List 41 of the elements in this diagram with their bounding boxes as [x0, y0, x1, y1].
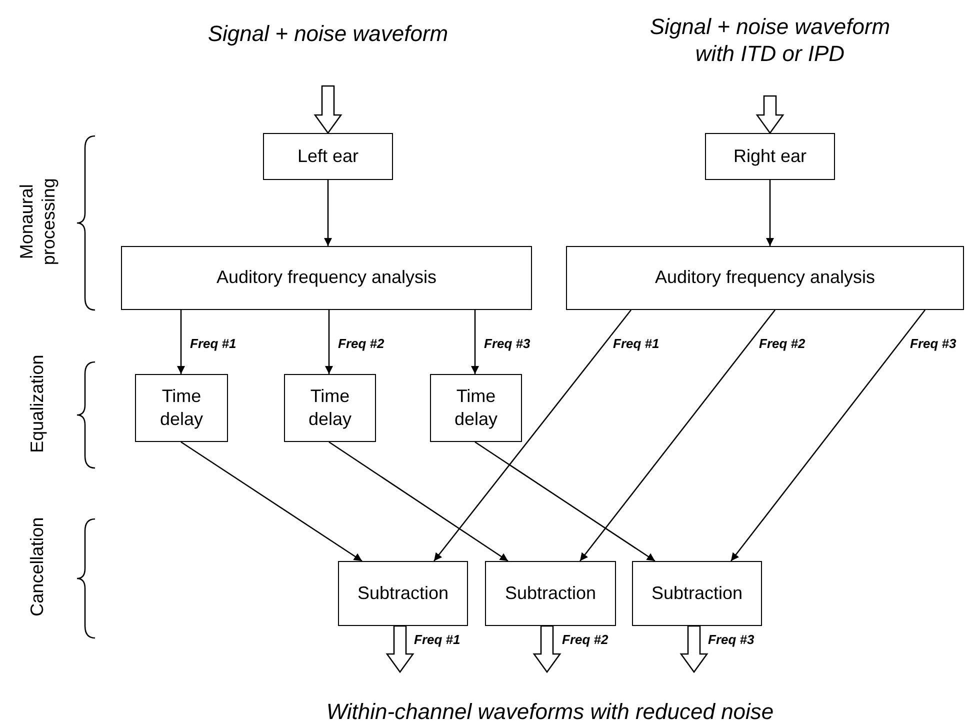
edge-label: Freq #1	[611, 336, 662, 351]
process-box: Right ear	[705, 133, 835, 180]
arrow	[328, 441, 508, 562]
edge-label: Freq #2	[757, 336, 808, 351]
edge-label: Freq #2	[560, 632, 610, 647]
edge-label: Freq #2	[336, 336, 386, 351]
process-box: Subtraction	[632, 561, 762, 626]
edge-label: Freq #3	[482, 336, 532, 351]
arrow	[471, 310, 479, 374]
waveform-caption: Signal + noise waveform with ITD or IPD	[635, 10, 905, 70]
stage-label: Cancellation	[27, 516, 48, 618]
arrow	[730, 310, 926, 562]
block-arrow	[680, 625, 708, 674]
block-arrow	[532, 625, 562, 674]
arrow	[433, 310, 632, 562]
waveform-caption: Within-channel waveforms with reduced noise	[300, 698, 800, 726]
arrow	[579, 310, 776, 562]
block-arrow	[314, 85, 342, 134]
edge-label: Freq #3	[706, 632, 756, 647]
arrow	[474, 441, 656, 562]
arrow	[766, 180, 774, 246]
process-box: Subtraction	[485, 561, 616, 626]
process-box: Auditory frequency analysis	[566, 246, 964, 310]
arrow	[325, 310, 333, 374]
block-arrow	[386, 625, 414, 674]
waveform-caption: Signal + noise waveform	[180, 18, 476, 50]
edge-label: Freq #3	[908, 336, 958, 351]
arrow	[324, 180, 332, 246]
process-box: Left ear	[263, 133, 393, 180]
process-box: Time delay	[135, 374, 228, 442]
process-box: Auditory frequency analysis	[121, 246, 532, 310]
process-box: Subtraction	[338, 561, 468, 626]
edge-label: Freq #1	[412, 632, 462, 647]
process-box: Time delay	[430, 374, 522, 442]
edge-label: Freq #1	[188, 336, 238, 351]
arrow	[180, 441, 362, 562]
arrow	[177, 310, 185, 374]
stage-label: Equalization	[27, 354, 48, 455]
process-box: Time delay	[284, 374, 376, 442]
block-arrow	[756, 95, 784, 134]
stage-label: Monaural processing	[16, 177, 60, 268]
